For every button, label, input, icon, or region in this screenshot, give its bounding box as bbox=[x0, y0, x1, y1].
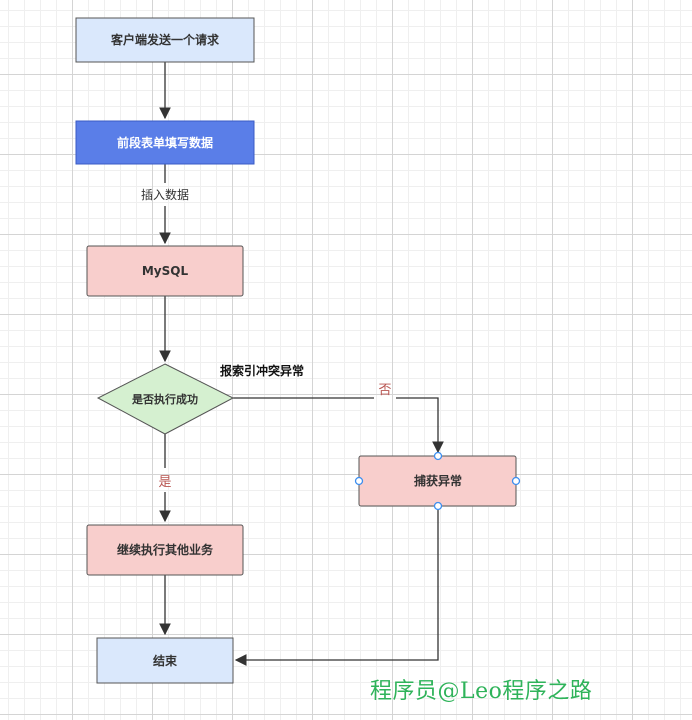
watermark-text: 程序员@Leo程序之路 bbox=[370, 679, 593, 704]
start-node-label: 客户端发送一个请求 bbox=[110, 32, 220, 47]
selection-handles[interactable] bbox=[354, 451, 521, 511]
yes-label: 是 bbox=[158, 475, 171, 490]
form-node[interactable]: 前段表单填写数据 bbox=[75, 120, 255, 165]
edge-catch-to-end bbox=[234, 506, 439, 666]
catch-node[interactable]: 捕获异常 bbox=[358, 455, 517, 507]
edge-decision-no bbox=[233, 397, 438, 452]
decision-node-label: 是否执行成功 bbox=[131, 392, 198, 406]
end-node-label: 结束 bbox=[153, 653, 178, 668]
decision-node[interactable]: 是否执行成功 bbox=[96, 363, 235, 435]
mysql-node[interactable]: MySQL bbox=[86, 245, 244, 297]
start-node[interactable]: 客户端发送一个请求 bbox=[75, 17, 255, 63]
form-node-label: 前段表单填写数据 bbox=[117, 135, 213, 150]
handle-left[interactable] bbox=[354, 476, 364, 486]
continue-node-label: 继续执行其他业务 bbox=[117, 542, 214, 557]
continue-node[interactable]: 继续执行其他业务 bbox=[86, 524, 244, 576]
end-node[interactable]: 结束 bbox=[96, 637, 234, 684]
mysql-node-label: MySQL bbox=[142, 264, 189, 278]
no-label: 否 bbox=[378, 383, 391, 398]
insert-data-label: 插入数据 bbox=[141, 187, 189, 202]
handle-right[interactable] bbox=[511, 476, 521, 486]
handle-top[interactable] bbox=[433, 451, 443, 461]
conflict-annotation: 报索引冲突异常 bbox=[220, 363, 304, 378]
catch-node-label: 捕获异常 bbox=[414, 473, 462, 488]
handle-bottom[interactable] bbox=[433, 501, 443, 511]
edges bbox=[159, 62, 439, 666]
